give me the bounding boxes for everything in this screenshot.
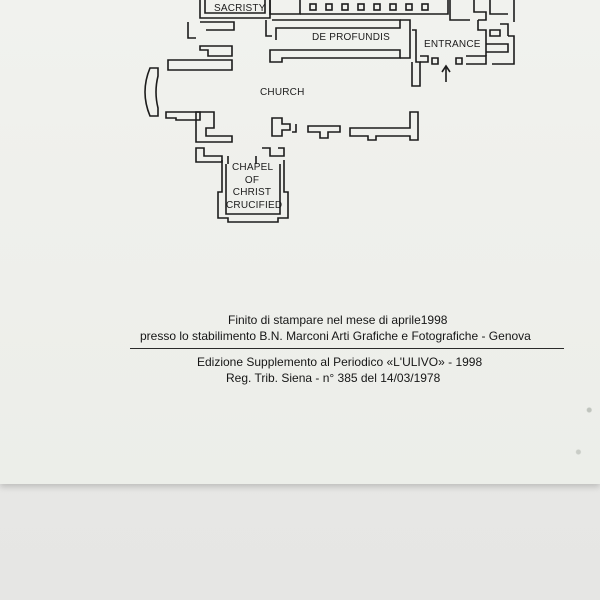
floor-plan: SACRISTY DE PROFUNDIS ENTRANCE CHURCH CH…	[0, 0, 600, 240]
label-chapel-line1: CHAPEL	[232, 162, 274, 173]
colophon-divider	[130, 348, 564, 349]
label-sacristy: SACRISTY	[214, 3, 266, 14]
label-church: CHURCH	[260, 87, 305, 98]
label-entrance: ENTRANCE	[424, 39, 481, 50]
page-stain	[564, 340, 600, 480]
floor-plan-drawing	[144, 0, 515, 223]
printing-note-line2: presso lo stabilimento B.N. Marconi Arti…	[140, 329, 531, 343]
edition-note-line2: Reg. Trib. Siena - n° 385 del 14/03/1978	[226, 371, 441, 385]
edition-note-line1: Edizione Supplemento al Periodico «L'ULI…	[197, 355, 483, 369]
printing-note-line1: Finito di stampare nel mese di aprile199…	[228, 313, 448, 327]
label-chapel-line4: CRUCIFIED	[226, 200, 283, 211]
label-de-profundis: DE PROFUNDIS	[312, 32, 390, 43]
label-chapel-line2: OF	[244, 175, 260, 186]
book-page: SACRISTY DE PROFUNDIS ENTRANCE CHURCH CH…	[0, 0, 600, 484]
label-chapel-line3: CHRIST	[232, 187, 272, 198]
